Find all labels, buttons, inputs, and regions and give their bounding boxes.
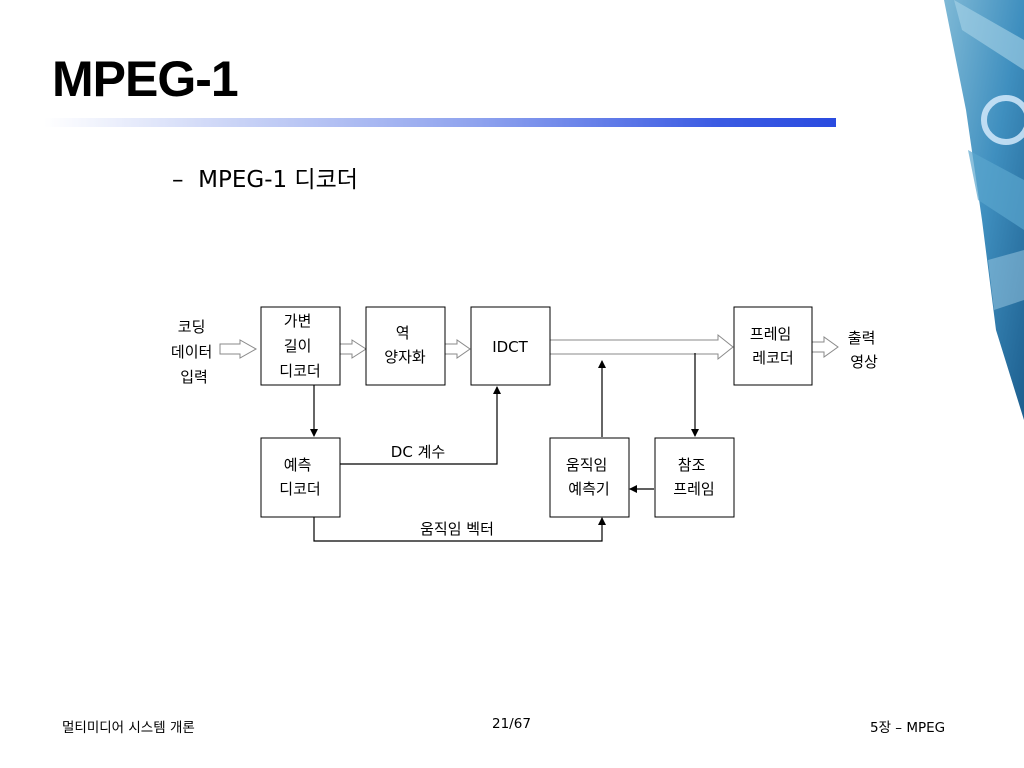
block-frame-recorder [733,306,813,386]
slide-title: MPEG-1 [52,51,239,107]
input-label: 코딩 데이터 입력 [171,318,217,386]
block-inverse-quantizer [365,306,446,386]
block-reference-frame [654,437,735,518]
motion-vector-arrow [313,517,606,542]
output-arrow [811,336,839,358]
idct-label: IDCT [492,338,528,356]
frame-recorder-label: 프레임 레코더 [750,325,796,367]
dc-coeff-label: DC 계수 [391,443,445,461]
vld-to-iq-arrow [339,339,367,359]
block-variable-length-decoder [260,306,341,386]
idct-to-recorder-arrow [549,333,734,361]
block-motion-predictor [549,437,630,518]
footer-chapter: 5장 – MPEG [870,720,946,736]
pred-decoder-label: 예측 디코더 [279,456,320,498]
corner-decoration [944,0,1024,420]
footer-page-number: 21/67 [492,716,531,732]
title-underline [44,118,836,127]
footer-course-title: 멀티미디어 시스템 개론 [62,720,195,736]
motion-predictor-label: 움직임 예측기 [566,456,612,498]
motion-vector-label: 움직임 벡터 [420,520,494,538]
iq-label: 역 양자화 [384,324,426,366]
block-prediction-decoder [260,437,341,518]
dc-coeff-arrow [340,386,501,465]
vld-label: 가변 길이 디코더 [279,312,320,380]
ref-frame-label: 참조 프레임 [673,456,714,498]
block-idct [470,306,551,386]
slide-subtitle: – MPEG-1 디코더 [172,167,358,193]
output-label: 출력 영상 [848,329,880,371]
iq-to-idct-arrow [444,339,471,359]
input-arrow [219,339,258,359]
